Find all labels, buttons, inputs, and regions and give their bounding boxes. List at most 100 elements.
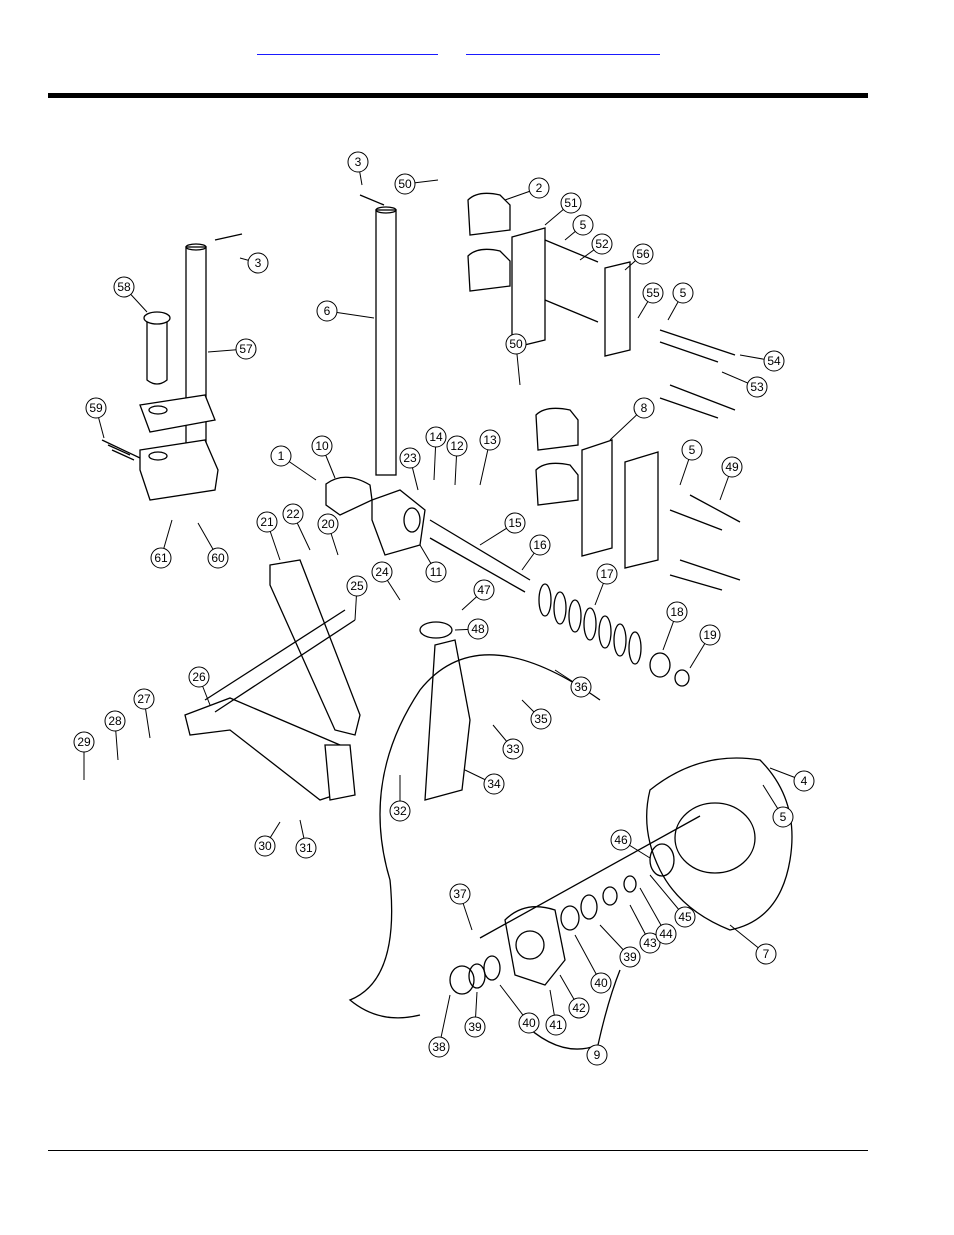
callout-label: 5 <box>680 286 687 300</box>
callout-label: 10 <box>315 439 329 453</box>
callout-balloon <box>256 511 278 533</box>
callout-label: 6 <box>324 304 331 318</box>
callout-54: 54 <box>739 350 785 372</box>
callout-33: 33 <box>492 724 524 760</box>
callout-balloon <box>632 243 654 265</box>
callout-balloon <box>699 624 721 646</box>
callout-balloon <box>639 932 661 954</box>
callout-label: 13 <box>483 433 497 447</box>
callout-balloon <box>104 710 126 732</box>
callout-7: 7 <box>729 924 777 965</box>
callout-label: 40 <box>522 1016 536 1030</box>
callout-48: 48 <box>454 618 489 640</box>
callout-balloon <box>610 829 632 851</box>
callout-label: 45 <box>678 910 692 924</box>
callout-balloon <box>721 456 743 478</box>
callout-61: 61 <box>150 519 173 569</box>
post-clamp <box>467 192 511 236</box>
callout-balloon <box>572 214 594 236</box>
callout-label: 30 <box>258 839 272 853</box>
callout-balloon <box>295 837 317 859</box>
callout-label: 55 <box>646 286 660 300</box>
callout-28: 28 <box>104 710 126 761</box>
callout-label: 5 <box>689 443 696 457</box>
callout-balloon <box>371 561 393 583</box>
header-rule <box>48 93 868 98</box>
callout-55: 55 <box>637 282 664 319</box>
callout-13: 13 <box>479 429 501 486</box>
callout-label: 61 <box>154 551 168 565</box>
callout-balloon <box>394 173 416 195</box>
callout-label: 29 <box>77 735 91 749</box>
callout-balloon <box>530 708 552 730</box>
callout-balloon <box>793 770 815 792</box>
callout-balloon <box>591 233 613 255</box>
nav-link-1[interactable] <box>257 38 438 55</box>
callout-11: 11 <box>419 544 447 583</box>
callout-balloon <box>346 575 368 597</box>
callout-38: 38 <box>428 994 451 1058</box>
callout-label: 39 <box>623 950 637 964</box>
callout-60: 60 <box>197 522 229 569</box>
callout-label: 3 <box>255 256 262 270</box>
callout-52: 52 <box>579 233 613 261</box>
callout-26: 26 <box>188 666 211 706</box>
callout-14: 14 <box>425 426 447 481</box>
callout-label: 1 <box>278 449 285 463</box>
callout-22: 22 <box>282 503 311 551</box>
callout-20: 20 <box>317 513 339 556</box>
callout-label: 41 <box>549 1018 563 1032</box>
callout-label: 60 <box>211 551 225 565</box>
callout-balloon <box>399 447 421 469</box>
callout-5: 5 <box>667 282 694 321</box>
callout-balloon <box>674 906 696 928</box>
callout-balloon <box>254 835 276 857</box>
nav-link-2[interactable] <box>466 38 660 55</box>
callout-label: 19 <box>703 628 717 642</box>
callout-balloon <box>467 618 489 640</box>
callout-59: 59 <box>85 397 107 439</box>
callout-40: 40 <box>499 984 540 1034</box>
callout-35: 35 <box>521 699 552 730</box>
callout-balloon <box>150 547 172 569</box>
callout-balloon <box>449 883 471 905</box>
callout-balloon <box>504 512 526 534</box>
callout-balloon <box>772 806 794 828</box>
callout-balloon <box>425 426 447 448</box>
callout-label: 24 <box>375 565 389 579</box>
callout-balloon <box>425 561 447 583</box>
callout-34: 34 <box>464 769 505 795</box>
callout-label: 43 <box>643 936 657 950</box>
callout-17: 17 <box>594 563 618 606</box>
callout-label: 21 <box>260 515 274 529</box>
callout-57: 57 <box>207 338 257 360</box>
callout-balloon <box>133 688 155 710</box>
callout-balloon <box>247 252 269 274</box>
callout-27: 27 <box>133 688 155 739</box>
callout-label: 22 <box>286 507 300 521</box>
callout-5: 5 <box>564 214 594 241</box>
callout-label: 57 <box>239 342 253 356</box>
callout-47: 47 <box>461 579 495 611</box>
blade-disc <box>646 757 793 931</box>
callout-balloon <box>473 579 495 601</box>
callout-9: 9 <box>586 1044 608 1066</box>
callout-label: 56 <box>636 247 650 261</box>
callout-31: 31 <box>295 819 317 859</box>
callout-label: 37 <box>453 887 467 901</box>
callout-label: 39 <box>468 1020 482 1034</box>
callout-21: 21 <box>256 511 281 561</box>
callout-label: 2 <box>536 181 543 195</box>
callout-balloon <box>188 666 210 688</box>
callout-label: 26 <box>192 670 206 684</box>
callout-balloon <box>446 435 468 457</box>
callout-label: 44 <box>659 927 673 941</box>
callout-balloon <box>505 333 527 355</box>
callout-label: 34 <box>487 777 501 791</box>
callout-label: 14 <box>429 430 443 444</box>
callout-label: 7 <box>763 947 770 961</box>
callout-18: 18 <box>662 601 688 651</box>
callout-49: 49 <box>719 456 743 501</box>
callout-label: 36 <box>574 680 588 694</box>
callout-label: 52 <box>595 237 609 251</box>
